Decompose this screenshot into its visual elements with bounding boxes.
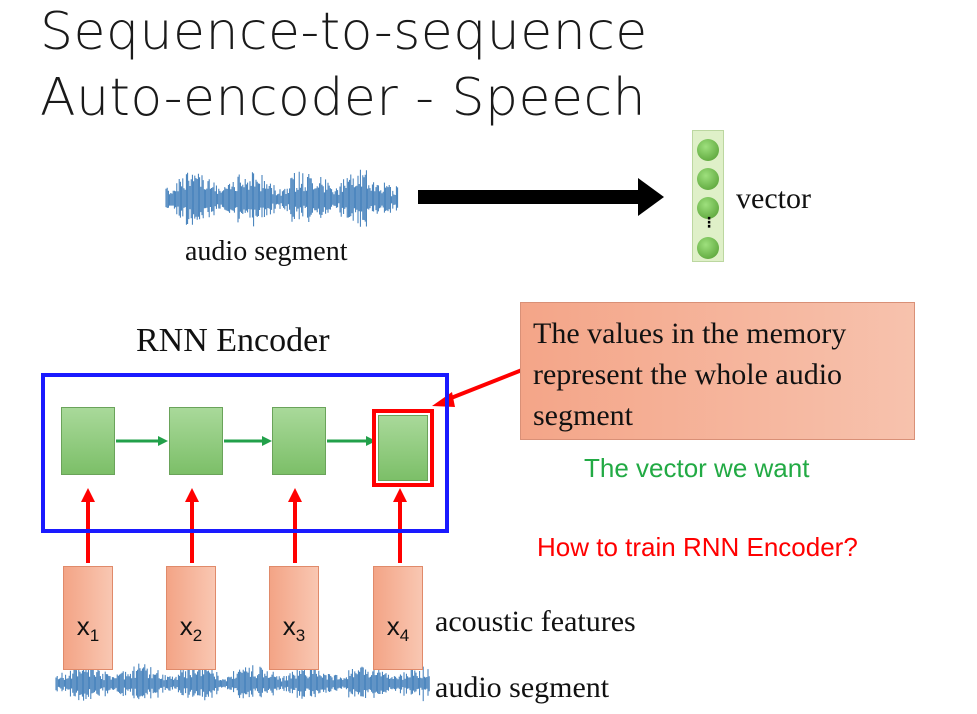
memory-callout: The values in the memory represent the w… — [520, 302, 915, 440]
training-question: How to train RNN Encoder? — [537, 532, 858, 562]
encode-arrow — [418, 178, 664, 216]
recurrent-arrows — [116, 436, 376, 446]
rnn-cell-final-memory — [372, 409, 434, 487]
callout-pointer-arrow — [432, 368, 523, 407]
bottom-audio-label: audio segment — [435, 671, 610, 704]
feature-x4: x4 — [373, 566, 423, 670]
rnn-encoder-box — [41, 373, 449, 533]
waveform-trace — [165, 169, 399, 227]
vector-element — [697, 139, 719, 161]
slide-title-line2: Auto-encoder - Speech — [40, 68, 647, 128]
output-vector: ⋮ — [692, 130, 724, 262]
bottom-audio-waveform — [55, 663, 430, 702]
acoustic-features-label: acoustic features — [435, 605, 636, 638]
callout-line-2: represent the whole audio — [533, 358, 843, 391]
vector-element — [697, 237, 719, 259]
vector-element — [697, 168, 719, 190]
feature-x1: x1 — [63, 566, 113, 670]
vector-note: The vector we want — [584, 453, 810, 483]
rnn-cell-3 — [272, 407, 326, 475]
top-audio-waveform — [165, 169, 399, 227]
rnn-cell-1 — [61, 407, 115, 475]
waveform-trace — [55, 663, 430, 702]
vector-element — [697, 197, 719, 219]
callout-line-1: The values in the memory — [533, 317, 847, 350]
vector-ellipsis: ⋮ — [702, 215, 716, 231]
rnn-cell-2 — [169, 407, 223, 475]
rnn-encoder-title: RNN Encoder — [136, 322, 330, 359]
feature-x2: x2 — [166, 566, 216, 670]
feature-x3: x3 — [269, 566, 319, 670]
top-audio-label: audio segment — [185, 236, 348, 267]
slide-title-line1: Sequence-to-sequence — [40, 2, 648, 62]
callout-line-3: segment — [533, 399, 633, 432]
vector-label: vector — [736, 182, 811, 215]
